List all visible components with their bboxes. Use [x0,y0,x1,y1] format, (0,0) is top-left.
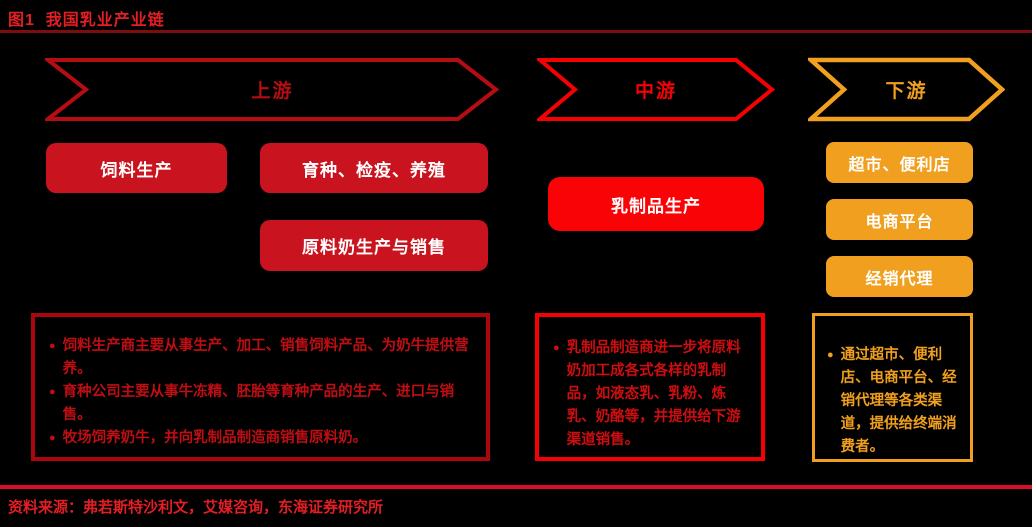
chevron-arrow-icon [808,57,1005,122]
stage-arrow-downstream: 下游 [808,57,1005,122]
stage-label-upstream: 上游 [251,81,294,102]
bullet-icon: ● [553,342,560,354]
node-dairy-product-production: 乳制品生产 [548,177,764,231]
note-item: ● 乳制品制造商进一步将原料奶加工成各式各样的乳制品，如液态乳、乳粉、炼乳、奶酪… [551,337,747,452]
bullet-icon: ● [49,386,56,398]
downstream-note-1: 通过超市、便利店、电商平台、经销代理等各类渠道，提供给终端消费者。 [840,347,957,455]
node-feed-production: 饲料生产 [46,143,227,193]
node-distribution-agency: 经销代理 [826,256,973,297]
note-item: ● 育种公司主要从事牛冻精、胚胎等育种产品的生产、进口与销售。 [47,381,474,427]
stage-label-downstream: 下游 [885,81,928,102]
upstream-note-2: 育种公司主要从事牛冻精、胚胎等育种产品的生产、进口与销售。 [62,384,455,423]
stage-arrow-upstream: 上游 [45,57,500,122]
upstream-note-3: 牧场饲养奶牛，并向乳制品制造商销售原料奶。 [62,430,368,446]
downstream-notes-panel: ● 通过超市、便利店、电商平台、经销代理等各类渠道，提供给终端消费者。 [812,313,973,462]
note-item: ● 饲料生产商主要从事生产、加工、销售饲料产品、为奶牛提供营养。 [47,335,474,381]
chevron-arrow-icon [537,58,775,121]
node-supermarket-convenience: 超市、便利店 [826,142,973,183]
note-item: ● 牧场饲养奶牛，并向乳制品制造商销售原料奶。 [47,427,474,450]
chevron-arrow-icon [45,58,500,121]
title-divider [0,30,1032,33]
bullet-icon: ● [49,432,56,444]
node-raw-milk-production-sales: 原料奶生产与销售 [260,220,488,271]
figure-title: 图1 我国乳业产业链 [8,12,165,29]
node-breeding-quarantine-farming: 育种、检疫、养殖 [260,143,488,193]
footer-divider [0,485,1032,489]
source-line: 资料来源：弗若斯特沙利文，艾媒咨询，东海证券研究所 [8,499,384,516]
upstream-notes-panel: ● 饲料生产商主要从事生产、加工、销售饲料产品、为奶牛提供营养。 ● 育种公司主… [31,313,490,461]
stage-label-midstream: 中游 [634,81,677,102]
node-ecommerce-platform: 电商平台 [826,199,973,240]
upstream-note-1: 饲料生产商主要从事生产、加工、销售饲料产品、为奶牛提供营养。 [62,338,469,377]
midstream-notes-panel: ● 乳制品制造商进一步将原料奶加工成各式各样的乳制品，如液态乳、乳粉、炼乳、奶酪… [535,313,765,461]
bullet-icon: ● [49,340,56,352]
note-item: ● 通过超市、便利店、电商平台、经销代理等各类渠道，提供给终端消费者。 [825,344,960,459]
stage-arrow-midstream: 中游 [537,57,775,122]
midstream-note-1: 乳制品制造商进一步将原料奶加工成各式各样的乳制品，如液态乳、乳粉、炼乳、奶酪等，… [566,340,741,448]
bullet-icon: ● [827,349,834,361]
